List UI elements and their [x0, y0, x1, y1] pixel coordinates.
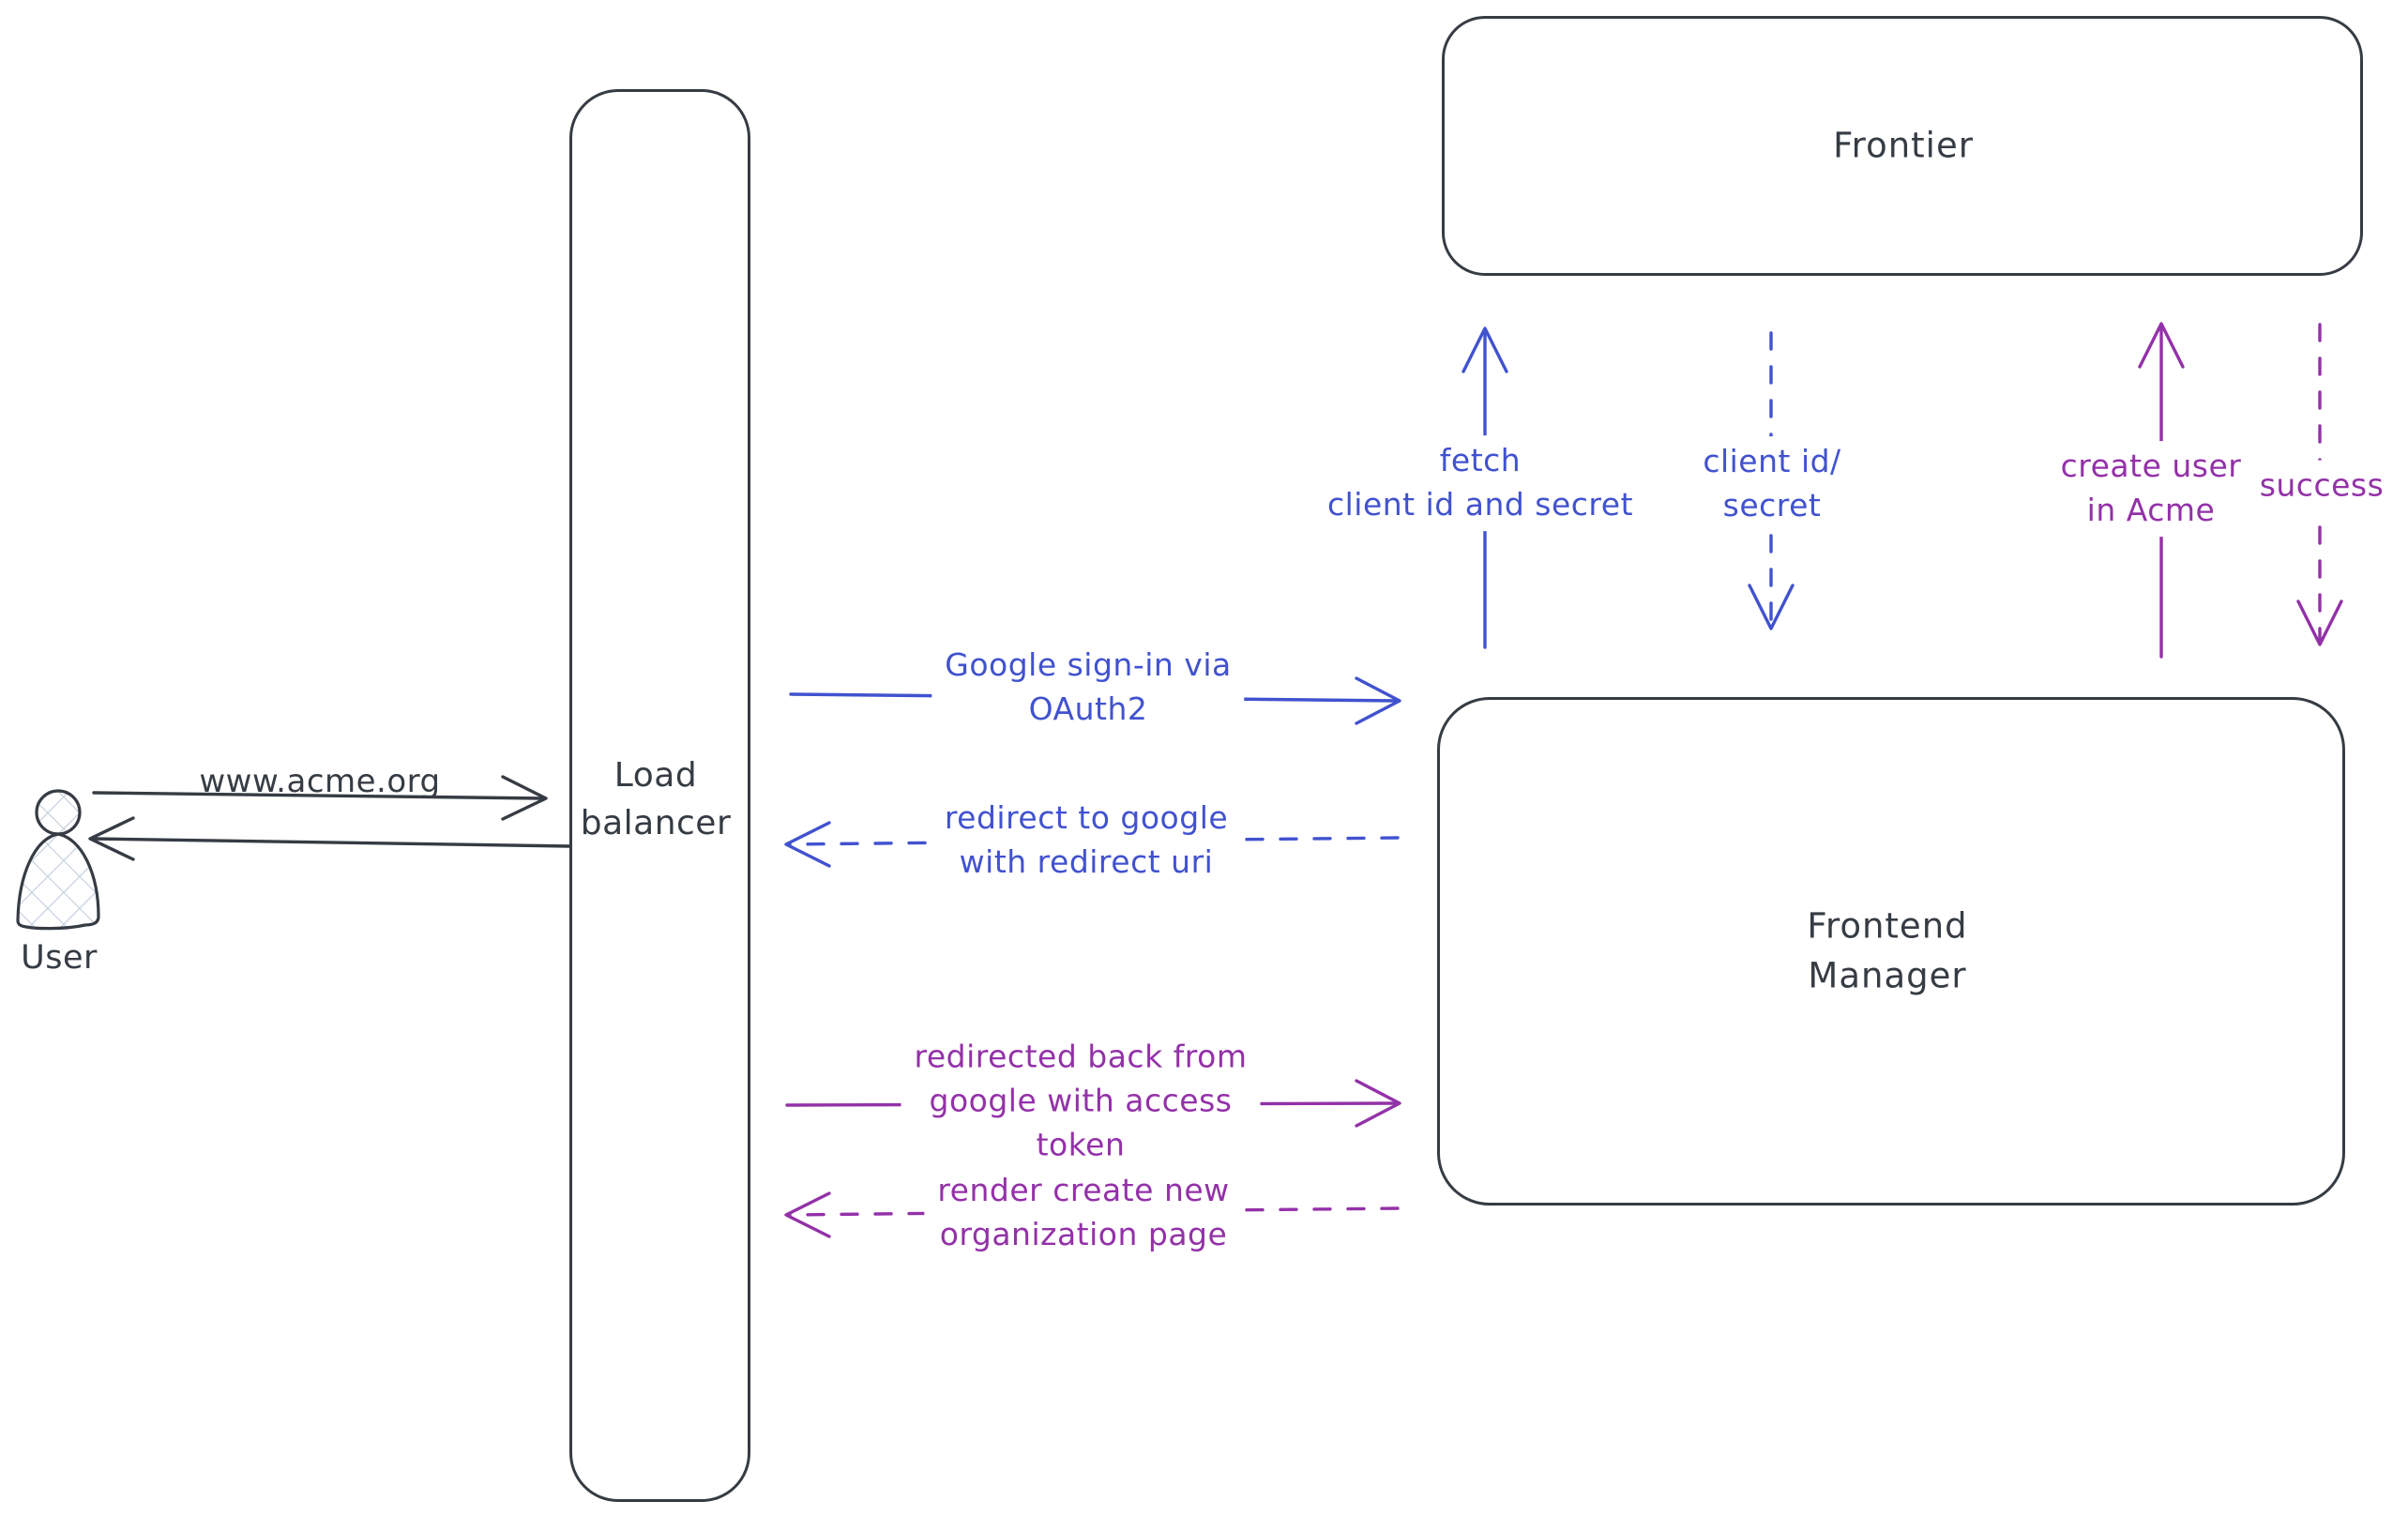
google-signin-label: Google sign-in via OAuth2 [931, 640, 1245, 736]
frontend-manager-label: Frontend Manager [1807, 905, 1968, 995]
frontier-label: Frontier [1833, 125, 1974, 166]
acme-request-label: www.acme.org [199, 762, 441, 800]
create-user-label: create user in Acme [2047, 441, 2255, 537]
arrow-lb-response [88, 816, 571, 861]
client-id-secret-label: client id/ secret [1689, 436, 1855, 532]
arrow-acme-request [92, 775, 548, 821]
fetch-secret-label: fetch client id and secret [1313, 435, 1647, 531]
user-icon [16, 789, 100, 931]
success-label: success [2246, 460, 2398, 512]
frontier-node [1442, 16, 2363, 276]
frontend-manager-node [1437, 697, 2345, 1206]
redirect-google-label: redirect to google with redirect uri [931, 793, 1242, 888]
redirected-back-label: redirected back from google with access … [901, 1031, 1261, 1172]
render-page-label: render create new organization page [924, 1165, 1243, 1261]
user-label: User [21, 939, 98, 978]
load-balancer-label: Load balancer [580, 755, 732, 842]
arrow-success [2296, 323, 2343, 646]
load-balancer-node [569, 89, 750, 1502]
